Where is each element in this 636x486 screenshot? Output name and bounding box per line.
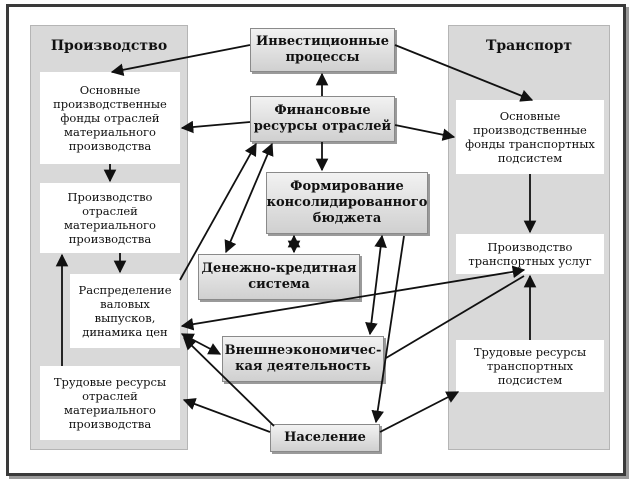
arrow-investment-transassets: [394, 44, 534, 102]
output-distribution-box: Распределение валовых выпусков, динамика…: [70, 274, 180, 348]
production-assets-box: Основные производственные фонды отраслей…: [40, 72, 180, 164]
arrow-budget-foreign: [365, 234, 387, 336]
foreign-economic-box: Внешнеэкономичес- кая деятельность: [222, 336, 384, 382]
financial-resources-box: Финансовые ресурсы отраслей: [250, 96, 395, 142]
arrow-transservices-foreign: [385, 275, 525, 359]
arrow-population-prodlabor: [182, 398, 271, 433]
arrow-finance-transassets: [394, 124, 456, 141]
investment-processes-box: Инвестиционные процессы: [250, 28, 395, 72]
arrow-population-translabor: [379, 391, 460, 433]
arrow-monetary-finance: [224, 142, 274, 254]
arrow-investment-prodassets: [110, 44, 251, 77]
arrow-distribution-finance: [179, 142, 257, 281]
population-box: Население: [270, 424, 380, 452]
consolidated-budget-box: Формирование консолидированного бюджета: [266, 172, 428, 234]
production-output-box: Производство отраслей материального прои…: [40, 183, 180, 253]
arrow-finance-prodassets: [180, 120, 251, 134]
arrow-transservices-distribution: [180, 265, 526, 331]
arrow-budget-population: [371, 235, 405, 424]
production-panel-title: Производство: [50, 38, 168, 54]
arrow-distribution-foreign: [180, 333, 222, 355]
arrow-population-distribution: [183, 337, 275, 427]
transport-labor-box: Трудовые ресурсы транспортных подсистем: [456, 340, 604, 392]
transport-assets-box: Основные производственные фонды транспор…: [456, 100, 604, 174]
production-labor-box: Трудовые ресурсы отраслей материального …: [40, 366, 180, 440]
transport-panel-title: Транспорт: [485, 38, 573, 54]
